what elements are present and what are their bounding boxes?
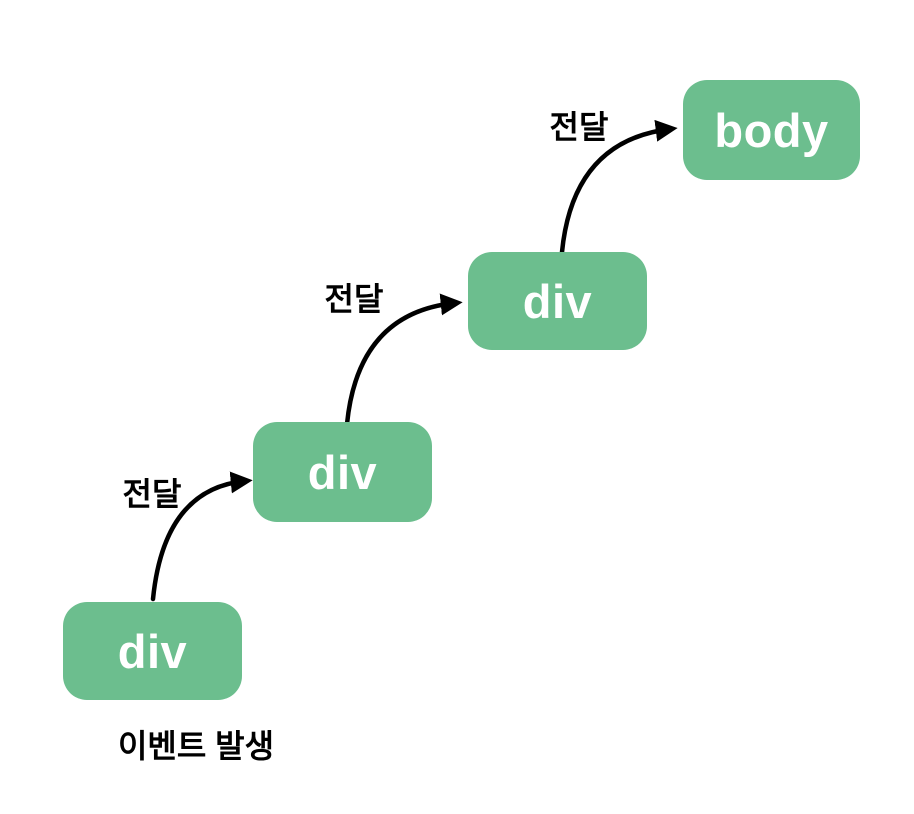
node-div-grandparent: div <box>468 252 647 350</box>
event-origin-caption: 이벤트 발생 <box>117 728 275 764</box>
node-div-origin: div <box>63 602 242 700</box>
node-div-parent: div <box>253 422 432 522</box>
node-label: div <box>522 274 593 328</box>
node-label: body <box>714 103 829 157</box>
arrow-propagate-2 <box>344 293 463 427</box>
arrow-propagate-3 <box>559 119 678 255</box>
arrow-label-1: 전달 <box>122 476 182 512</box>
node-label: div <box>117 624 188 678</box>
node-body: body <box>683 80 860 180</box>
node-label: div <box>307 445 378 499</box>
arrow-label-3: 전달 <box>549 109 609 145</box>
arrow-propagate-1 <box>150 471 253 602</box>
arrow-label-2: 전달 <box>324 281 384 317</box>
